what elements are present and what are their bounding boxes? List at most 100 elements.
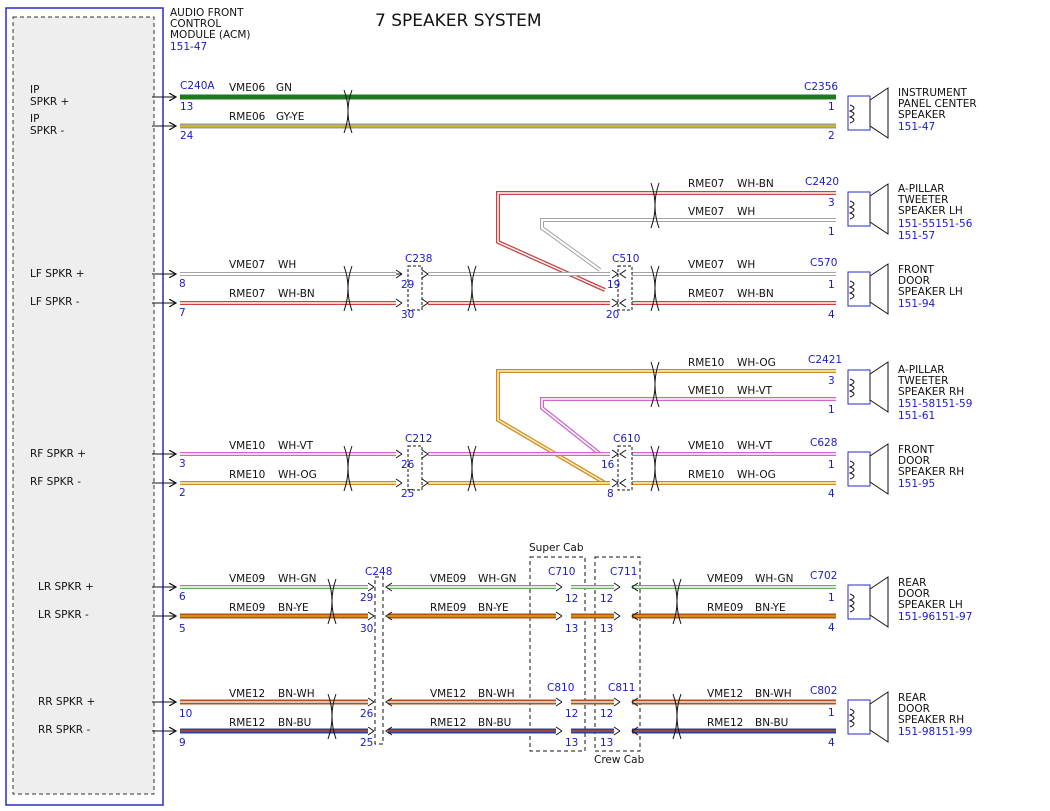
c510-pin-19: 19 [607, 279, 620, 291]
speaker-rr-ref: 151-98151-99 [898, 726, 972, 738]
speaker-icon [847, 87, 889, 139]
c238-pin-29: 29 [401, 279, 414, 291]
pin-label-ip-plus-1: IP [30, 84, 39, 96]
circuit-rme10-rf: RME10 [229, 469, 265, 481]
pin-label-lr-plus: LR SPKR + [38, 581, 94, 593]
color-rme10-a: WH-OG [737, 357, 776, 369]
module-pin-arrows [152, 97, 176, 731]
c2420-pin-1: 1 [828, 226, 835, 238]
twisted-pair-ip [343, 89, 353, 134]
module-pin-labels: IP SPKR + IP SPKR - LF SPKR + LF SPKR - … [30, 84, 95, 736]
c710-pin-13: 13 [565, 623, 578, 635]
color-vme06: GN [276, 82, 292, 94]
module-name-line-1: AUDIO FRONT [170, 7, 244, 19]
speaker-ip-line-3: SPEAKER [898, 109, 946, 121]
circuit-vme07-a: VME07 [688, 206, 724, 218]
speaker-apillar-rh-ref-1: 151-58151-59 [898, 398, 972, 410]
c510-pin-20: 20 [606, 309, 619, 321]
speaker-lf-line-2: DOOR [898, 275, 930, 287]
speaker-icon [847, 576, 889, 628]
speaker-apillar-rh-ref-2: 151-61 [898, 410, 935, 422]
pin-label-rr-minus: RR SPKR - [38, 724, 90, 736]
color-rme07-lf: WH-BN [278, 288, 315, 300]
speaker-rr-line-3: SPEAKER RH [898, 714, 964, 726]
pin-label-lf-plus: LF SPKR + [30, 268, 85, 280]
color-rme07-lf-2: WH-BN [737, 288, 774, 300]
connector-c811: C811 [608, 682, 635, 694]
wire-rme10-tweeter-rh [496, 369, 836, 485]
c810-pin-13: 13 [565, 737, 578, 749]
circuit-vme07-lf: VME07 [229, 259, 265, 271]
c711-pin-13: 13 [600, 623, 613, 635]
speaker-labels: INSTRUMENT PANEL CENTER SPEAKER 151-47 A… [897, 87, 977, 738]
module-name-line-3: MODULE (ACM) [170, 29, 251, 41]
speaker-lr-line-2: DOOR [898, 588, 930, 600]
speaker-lf-line-3: SPEAKER LH [898, 286, 963, 298]
connector-c702: C702 [810, 570, 837, 582]
c610-pin-16: 16 [601, 459, 615, 471]
cab-boxes [374, 556, 641, 752]
module-pin-numbers: 13 24 8 7 3 2 6 5 10 9 [179, 101, 194, 749]
connector-c510: C510 [612, 253, 639, 265]
color-vme10-rf-2: WH-VT [737, 440, 773, 452]
c702-pin-1: 1 [828, 592, 835, 604]
connector-c610: C610 [613, 433, 640, 445]
c238-pin-30: 30 [401, 309, 414, 321]
circuit-vme09-2: VME09 [430, 573, 466, 585]
connector-c238: C238 [405, 253, 432, 265]
c802-pin-4: 4 [828, 737, 835, 749]
twisted-pair-rf-3 [650, 445, 660, 492]
connector-c711: C711 [610, 566, 637, 578]
c628-pin-1: 1 [828, 459, 835, 471]
speaker-apillar-rh-line-2: TWEETER [897, 375, 948, 387]
pin-24: 24 [180, 130, 194, 142]
color-rme09-2: BN-YE [478, 602, 509, 614]
c2421-pin-1: 1 [828, 404, 835, 416]
rr-connector-arrows [367, 697, 639, 736]
c802-pin-1: 1 [828, 707, 835, 719]
circuit-vme12: VME12 [229, 688, 265, 700]
connector-c248: C248 [365, 566, 392, 578]
color-rme12-2: BN-BU [478, 717, 511, 729]
rr-inline-pin-26: 26 [360, 708, 374, 720]
twisted-pair-lf-3 [650, 265, 660, 312]
connector-c802: C802 [810, 685, 837, 697]
connector-c2356: C2356 [804, 81, 838, 93]
circuit-rme07-lf-2: RME07 [688, 288, 724, 300]
speaker-apillar-lh-line-1: A-PILLAR [898, 183, 945, 195]
rr-inline-pin-25: 25 [360, 737, 373, 749]
speaker-icon [847, 443, 889, 495]
circuit-vme06: VME06 [229, 82, 266, 94]
circuit-rme12: RME12 [229, 717, 265, 729]
pin-10: 10 [179, 708, 192, 720]
wire-rme07-tweeter-lh [496, 191, 836, 292]
pin-8: 8 [179, 278, 186, 290]
speaker-ip-line-1: INSTRUMENT [898, 87, 968, 99]
twisted-pair-lf-2 [467, 265, 477, 312]
c212-pin-25: 25 [401, 488, 414, 500]
circuit-rme09: RME09 [229, 602, 265, 614]
wire-vme07-tweeter-lh [540, 218, 836, 272]
c2420-pin-3: 3 [828, 197, 835, 209]
twisted-pair-lr-2 [672, 578, 682, 625]
color-vme12: BN-WH [278, 688, 315, 700]
pin-label-rf-minus: RF SPKR - [30, 476, 81, 488]
diagram-title: 7 SPEAKER SYSTEM [375, 11, 542, 31]
pin-label-ip-plus-2: SPKR + [30, 96, 69, 108]
connector-c2420: C2420 [805, 176, 839, 188]
speaker-rf-line-1: FRONT [898, 444, 934, 456]
circuit-rme12-2: RME12 [430, 717, 466, 729]
color-rme09-3: BN-YE [755, 602, 786, 614]
pin-3: 3 [179, 458, 186, 470]
twisted-pair-rr-1 [327, 693, 337, 740]
c2421-pin-3: 3 [828, 375, 835, 387]
circuit-vme09: VME09 [229, 573, 265, 585]
speaker-lf-ref: 151-94 [898, 298, 936, 310]
pin-5: 5 [179, 623, 186, 635]
speaker-lf-line-1: FRONT [898, 264, 934, 276]
twisted-pair-rr-2 [672, 693, 682, 740]
speaker-apillar-lh-line-2: TWEETER [897, 194, 948, 206]
connector-c212: C212 [405, 433, 432, 445]
speaker-rf-ref: 151-95 [898, 478, 935, 490]
circuit-vme12-3: VME12 [707, 688, 743, 700]
